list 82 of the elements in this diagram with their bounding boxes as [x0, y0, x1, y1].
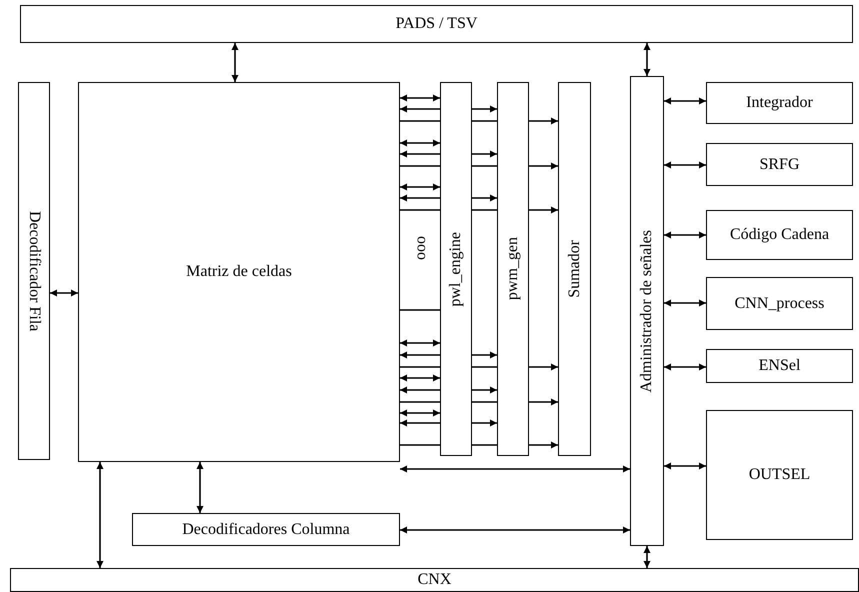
- block: [630, 76, 664, 546]
- connector-line: [400, 209, 440, 211]
- block-label: CNN_process: [734, 294, 824, 312]
- arrow: [529, 162, 558, 170]
- arrow: [400, 150, 440, 158]
- connector-line: [472, 366, 497, 368]
- block: [706, 277, 853, 330]
- arrow: [529, 364, 558, 370]
- connector-line: [472, 401, 497, 403]
- arrow: [196, 462, 204, 513]
- block-label: pwm_gen: [504, 237, 522, 301]
- block-label: Administrador de señales: [638, 230, 656, 392]
- connector-line: [472, 165, 497, 167]
- arrow: [400, 410, 440, 416]
- arrow: [529, 442, 558, 448]
- block: [706, 349, 853, 383]
- block: [706, 82, 853, 124]
- arrow: [232, 43, 238, 82]
- connector-line: [400, 444, 440, 446]
- block-label: Decodificadores Columna: [182, 520, 350, 538]
- arrow: [664, 232, 706, 238]
- block-label: Decodificador Fila: [25, 210, 43, 332]
- arrow: [472, 194, 497, 202]
- arrow: [400, 140, 440, 146]
- arrow: [400, 340, 440, 346]
- block: [20, 5, 853, 43]
- arrow: [400, 184, 440, 190]
- connector-line: [400, 165, 440, 167]
- block: [10, 568, 859, 592]
- block: [78, 82, 400, 462]
- block-label: pwl_engine: [447, 232, 465, 306]
- connector-line: [400, 366, 440, 368]
- block-label: Integrador: [746, 94, 813, 112]
- block: [440, 82, 472, 456]
- connector-line: [472, 209, 497, 211]
- connector-line: [400, 401, 440, 403]
- arrow: [529, 398, 558, 406]
- block-label: Código Cadena: [730, 226, 830, 244]
- block: [18, 82, 50, 460]
- arrow: [664, 364, 706, 370]
- arrow: [96, 462, 104, 568]
- arrow: [529, 206, 558, 214]
- connector-line: [400, 309, 440, 311]
- block: [132, 513, 400, 546]
- arrow: [400, 374, 440, 382]
- arrow: [664, 462, 706, 470]
- arrow: [472, 106, 497, 112]
- arrow: [644, 546, 650, 568]
- arrow: [400, 94, 440, 102]
- arrow: [472, 150, 497, 158]
- arrow: [529, 118, 558, 124]
- arrow: [472, 352, 497, 358]
- arrow: [472, 386, 497, 394]
- arrow: [664, 98, 706, 104]
- arrow: [400, 352, 440, 358]
- block-label: Sumador: [566, 240, 584, 298]
- block-label: CNX: [418, 571, 452, 589]
- arrow: [664, 300, 706, 306]
- block-label: ENSel: [758, 357, 800, 375]
- arrow: [644, 43, 650, 76]
- block: [706, 143, 853, 186]
- ellipsis-label: ooo: [412, 236, 430, 260]
- block: [706, 410, 853, 540]
- block: [497, 82, 529, 456]
- connector-line: [472, 444, 497, 446]
- block: [558, 82, 591, 456]
- block: [706, 210, 853, 260]
- block-label: Matriz de celdas: [186, 263, 292, 281]
- block-label: PADS / TSV: [396, 15, 478, 33]
- connector-line: [400, 120, 440, 122]
- arrow: [50, 290, 78, 296]
- connector-line: [472, 120, 497, 122]
- arrow: [400, 386, 440, 394]
- arrow: [664, 162, 706, 168]
- arrow: [400, 106, 440, 112]
- arrow: [400, 420, 440, 426]
- arrow: [400, 526, 630, 534]
- arrow: [400, 466, 630, 472]
- block-label: SRFG: [759, 156, 800, 174]
- arrow: [472, 420, 497, 426]
- arrow: [400, 194, 440, 202]
- block-label: OUTSEL: [748, 466, 810, 484]
